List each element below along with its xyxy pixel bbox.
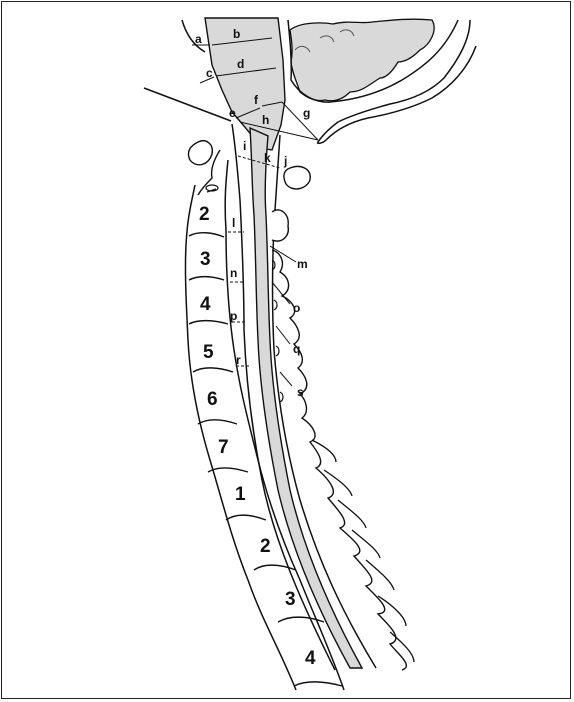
label-a: a — [195, 32, 202, 46]
disc-c3-c4 — [189, 277, 224, 280]
brainstem-shape — [205, 18, 285, 150]
vertebra-c5-label: 5 — [203, 342, 214, 363]
label-q: q — [293, 342, 300, 356]
label-e: e — [229, 106, 236, 120]
c2-spinous-process — [272, 210, 288, 241]
label-l: l — [232, 216, 235, 230]
label-o: o — [293, 301, 300, 315]
label-d: d — [237, 57, 244, 71]
vertebra-t1-label: 1 — [235, 484, 246, 505]
label-r: r — [236, 353, 241, 367]
vertebra-t3-label: 3 — [285, 589, 296, 610]
vertebra-c3-label: 3 — [200, 249, 211, 270]
label-m: m — [297, 257, 308, 271]
atlas-anterior-arch — [188, 141, 212, 165]
label-b: b — [233, 27, 240, 41]
label-k: k — [264, 151, 271, 165]
label-p: p — [230, 309, 237, 323]
vertebra-c6-label: 6 — [207, 389, 218, 410]
label-s: s — [297, 385, 304, 399]
disc-t1-t2 — [226, 515, 266, 520]
spinal-cord — [250, 128, 362, 668]
label-j: j — [283, 154, 287, 168]
vertebra-c2-label: 2 — [199, 204, 210, 225]
disc-t4-bottom — [294, 682, 342, 686]
vertebra-t2-label: 2 — [260, 536, 271, 557]
vertebra-t4-label: 4 — [305, 648, 316, 669]
label-c: c — [206, 66, 213, 80]
label-h: h — [262, 113, 269, 127]
disc-c4-c5 — [189, 321, 228, 324]
atlas-posterior-arch — [284, 167, 310, 189]
reference-line — [144, 88, 231, 121]
vertebra-c4-label: 4 — [200, 294, 211, 315]
disc-c5-c6 — [193, 368, 233, 372]
vertebra-c7-label: 7 — [218, 437, 229, 458]
t-spinous-flanges — [312, 440, 414, 662]
label-g: g — [303, 106, 310, 120]
label-i: i — [243, 139, 246, 153]
label-n: n — [230, 266, 237, 280]
disc-c6-c7 — [198, 420, 237, 424]
disc-c2-c3 — [189, 233, 224, 237]
cerebellum-shape — [290, 19, 434, 101]
